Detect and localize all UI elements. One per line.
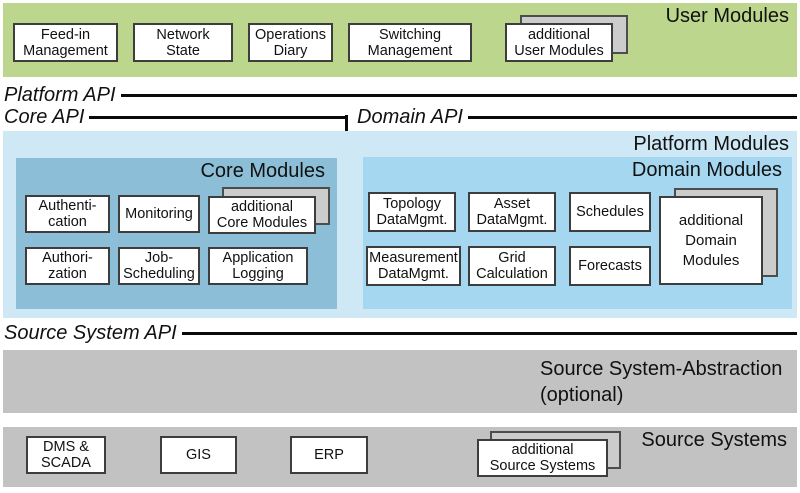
module-application-logging: Application Logging xyxy=(208,247,308,285)
domain-modules-title: Domain Modules xyxy=(631,159,782,181)
domain-api-line xyxy=(467,115,797,119)
core-api-label: Core API xyxy=(4,106,85,128)
module-switching-management: Switching Management xyxy=(348,23,472,62)
core-api-line xyxy=(89,115,348,119)
platform-api-line xyxy=(120,93,797,97)
module-job-scheduling: Job- Scheduling xyxy=(118,247,200,285)
domain-api-row: Domain API xyxy=(357,106,797,128)
module-additional-user-modules: additional User Modules xyxy=(505,23,613,62)
platform-api-row: Platform API xyxy=(4,84,797,106)
user-modules-band: User Modules Feed-in Management Network … xyxy=(3,3,797,77)
system-additional-source-systems: additional Source Systems xyxy=(477,439,608,477)
module-authorization: Authori- zation xyxy=(25,247,110,285)
system-gis: GIS xyxy=(160,436,237,474)
platform-api-label: Platform API xyxy=(4,84,116,106)
module-asset-datamgmt: Asset DataMgmt. xyxy=(468,192,556,232)
platform-modules-band: Platform Modules Core Modules Authenti- … xyxy=(3,131,797,318)
source-system-abstraction-text: Source System-Abstraction (optional) xyxy=(540,356,782,408)
source-system-api-line xyxy=(181,331,797,335)
core-api-row: Core API xyxy=(4,106,348,128)
module-additional-core-modules: additional Core Modules xyxy=(208,196,316,234)
abstraction-line1: Source System-Abstraction xyxy=(540,358,783,380)
module-network-state: Network State xyxy=(133,23,233,62)
module-monitoring: Monitoring xyxy=(118,195,200,233)
source-systems-band: Source Systems DMS & SCADA GIS ERP addit… xyxy=(3,427,797,487)
module-feed-in-management: Feed-in Management xyxy=(13,23,118,62)
module-grid-calculation: Grid Calculation xyxy=(468,246,556,286)
source-system-api-label: Source System API xyxy=(4,322,177,344)
user-modules-title: User Modules xyxy=(665,5,789,27)
source-system-abstraction-band: Source System-Abstraction (optional) xyxy=(3,350,797,413)
module-authentication: Authenti- cation xyxy=(25,195,110,233)
domain-modules-panel: Domain Modules Topology DataMgmt. Asset … xyxy=(363,157,792,309)
module-topology-datamgmt: Topology DataMgmt. xyxy=(368,192,456,232)
module-additional-domain-modules: additional Domain Modules xyxy=(659,196,763,285)
module-measurement-datamgmt: Measurement DataMgmt. xyxy=(366,246,461,286)
system-dms-scada: DMS & SCADA xyxy=(26,436,106,474)
source-systems-title: Source Systems xyxy=(641,429,787,451)
abstraction-line2: (optional) xyxy=(540,384,624,406)
platform-modules-title: Platform Modules xyxy=(633,133,789,155)
core-modules-panel: Core Modules Authenti- cation Monitoring… xyxy=(16,158,337,309)
source-system-api-row: Source System API xyxy=(4,322,797,344)
system-erp: ERP xyxy=(290,436,368,474)
module-forecasts: Forecasts xyxy=(569,246,651,286)
module-schedules: Schedules xyxy=(569,192,651,232)
domain-api-label: Domain API xyxy=(357,106,463,128)
core-modules-title: Core Modules xyxy=(200,160,325,182)
module-operations-diary: Operations Diary xyxy=(248,23,333,62)
